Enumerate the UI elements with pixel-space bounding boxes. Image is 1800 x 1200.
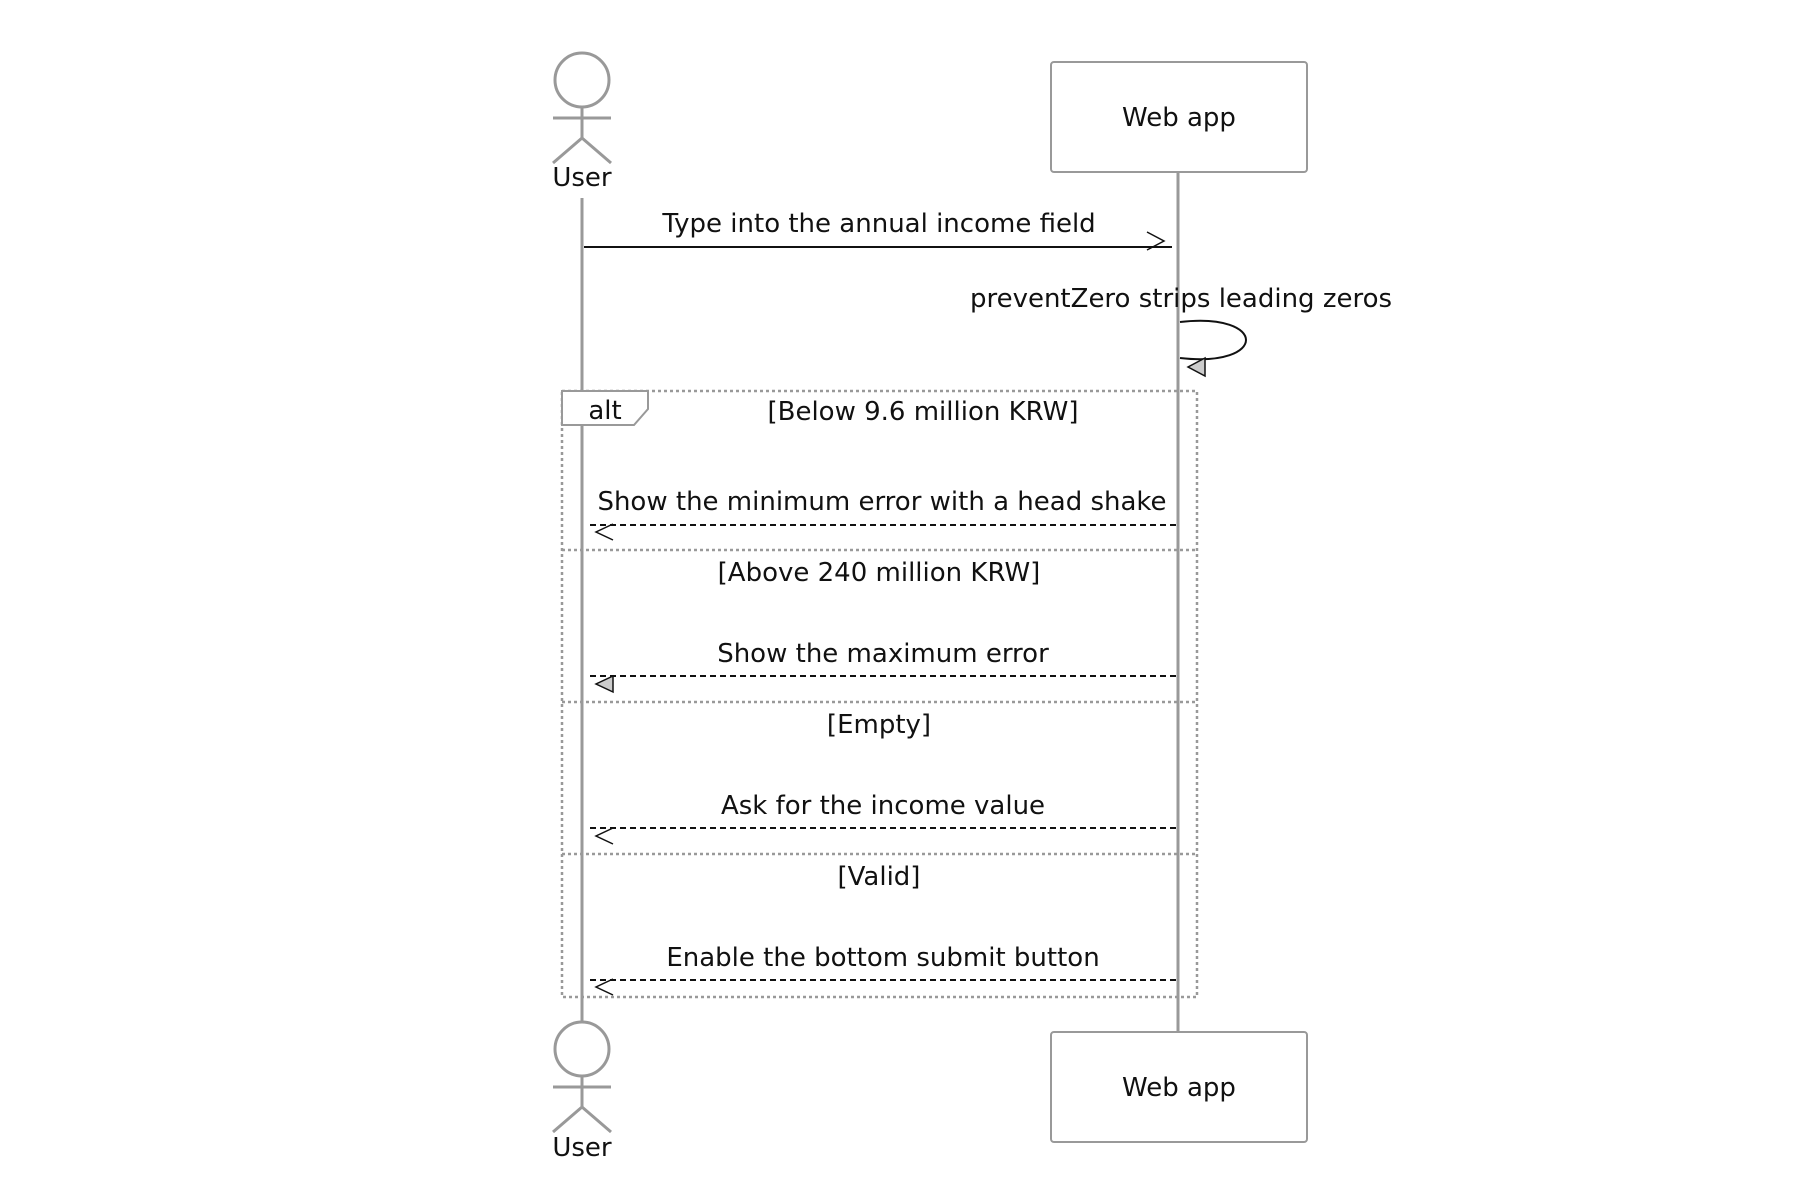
alt-keyword: alt [588,396,621,426]
user-actor-bottom-head [553,1020,611,1078]
webapp-label-top: Web app [1122,103,1236,133]
message-4-arrowhead [594,674,614,694]
user-actor-top [552,51,612,165]
user-label-bottom: User [552,1133,612,1163]
message-3-arrowhead [594,523,614,541]
message-5-label: Ask for the income value [721,791,1045,821]
alt-condition-1: [Below 9.6 million KRW] [767,397,1078,427]
alt-frame [560,389,1199,999]
message-2-label: preventZero strips leading zeros [970,284,1392,314]
message-1-label: Type into the annual income field [661,209,1095,239]
message-4-label: Show the maximum error [717,639,1049,669]
message-2-arrowhead [1186,356,1206,378]
message-6-label: Enable the bottom submit button [666,943,1099,973]
alt-keyword-tab [561,390,649,426]
alt-condition-2: [Above 240 million KRW] [718,558,1041,588]
webapp-label-bottom: Web app [1122,1073,1236,1103]
user-actor-top-head [553,51,611,109]
alt-condition-4: [Valid] [838,862,921,892]
message-5-arrowhead [594,827,614,845]
message-2-self-loop [1179,319,1247,361]
alt-condition-3: [Empty] [827,710,931,740]
message-1-arrowhead [1146,231,1166,251]
webapp-box-bottom [1050,1031,1308,1143]
user-label-top: User [552,163,612,193]
message-3-label: Show the minimum error with a head shake [597,487,1166,517]
webapp-box-top [1050,61,1308,173]
message-6-arrowhead [594,978,614,996]
user-actor-bottom [552,1020,612,1134]
